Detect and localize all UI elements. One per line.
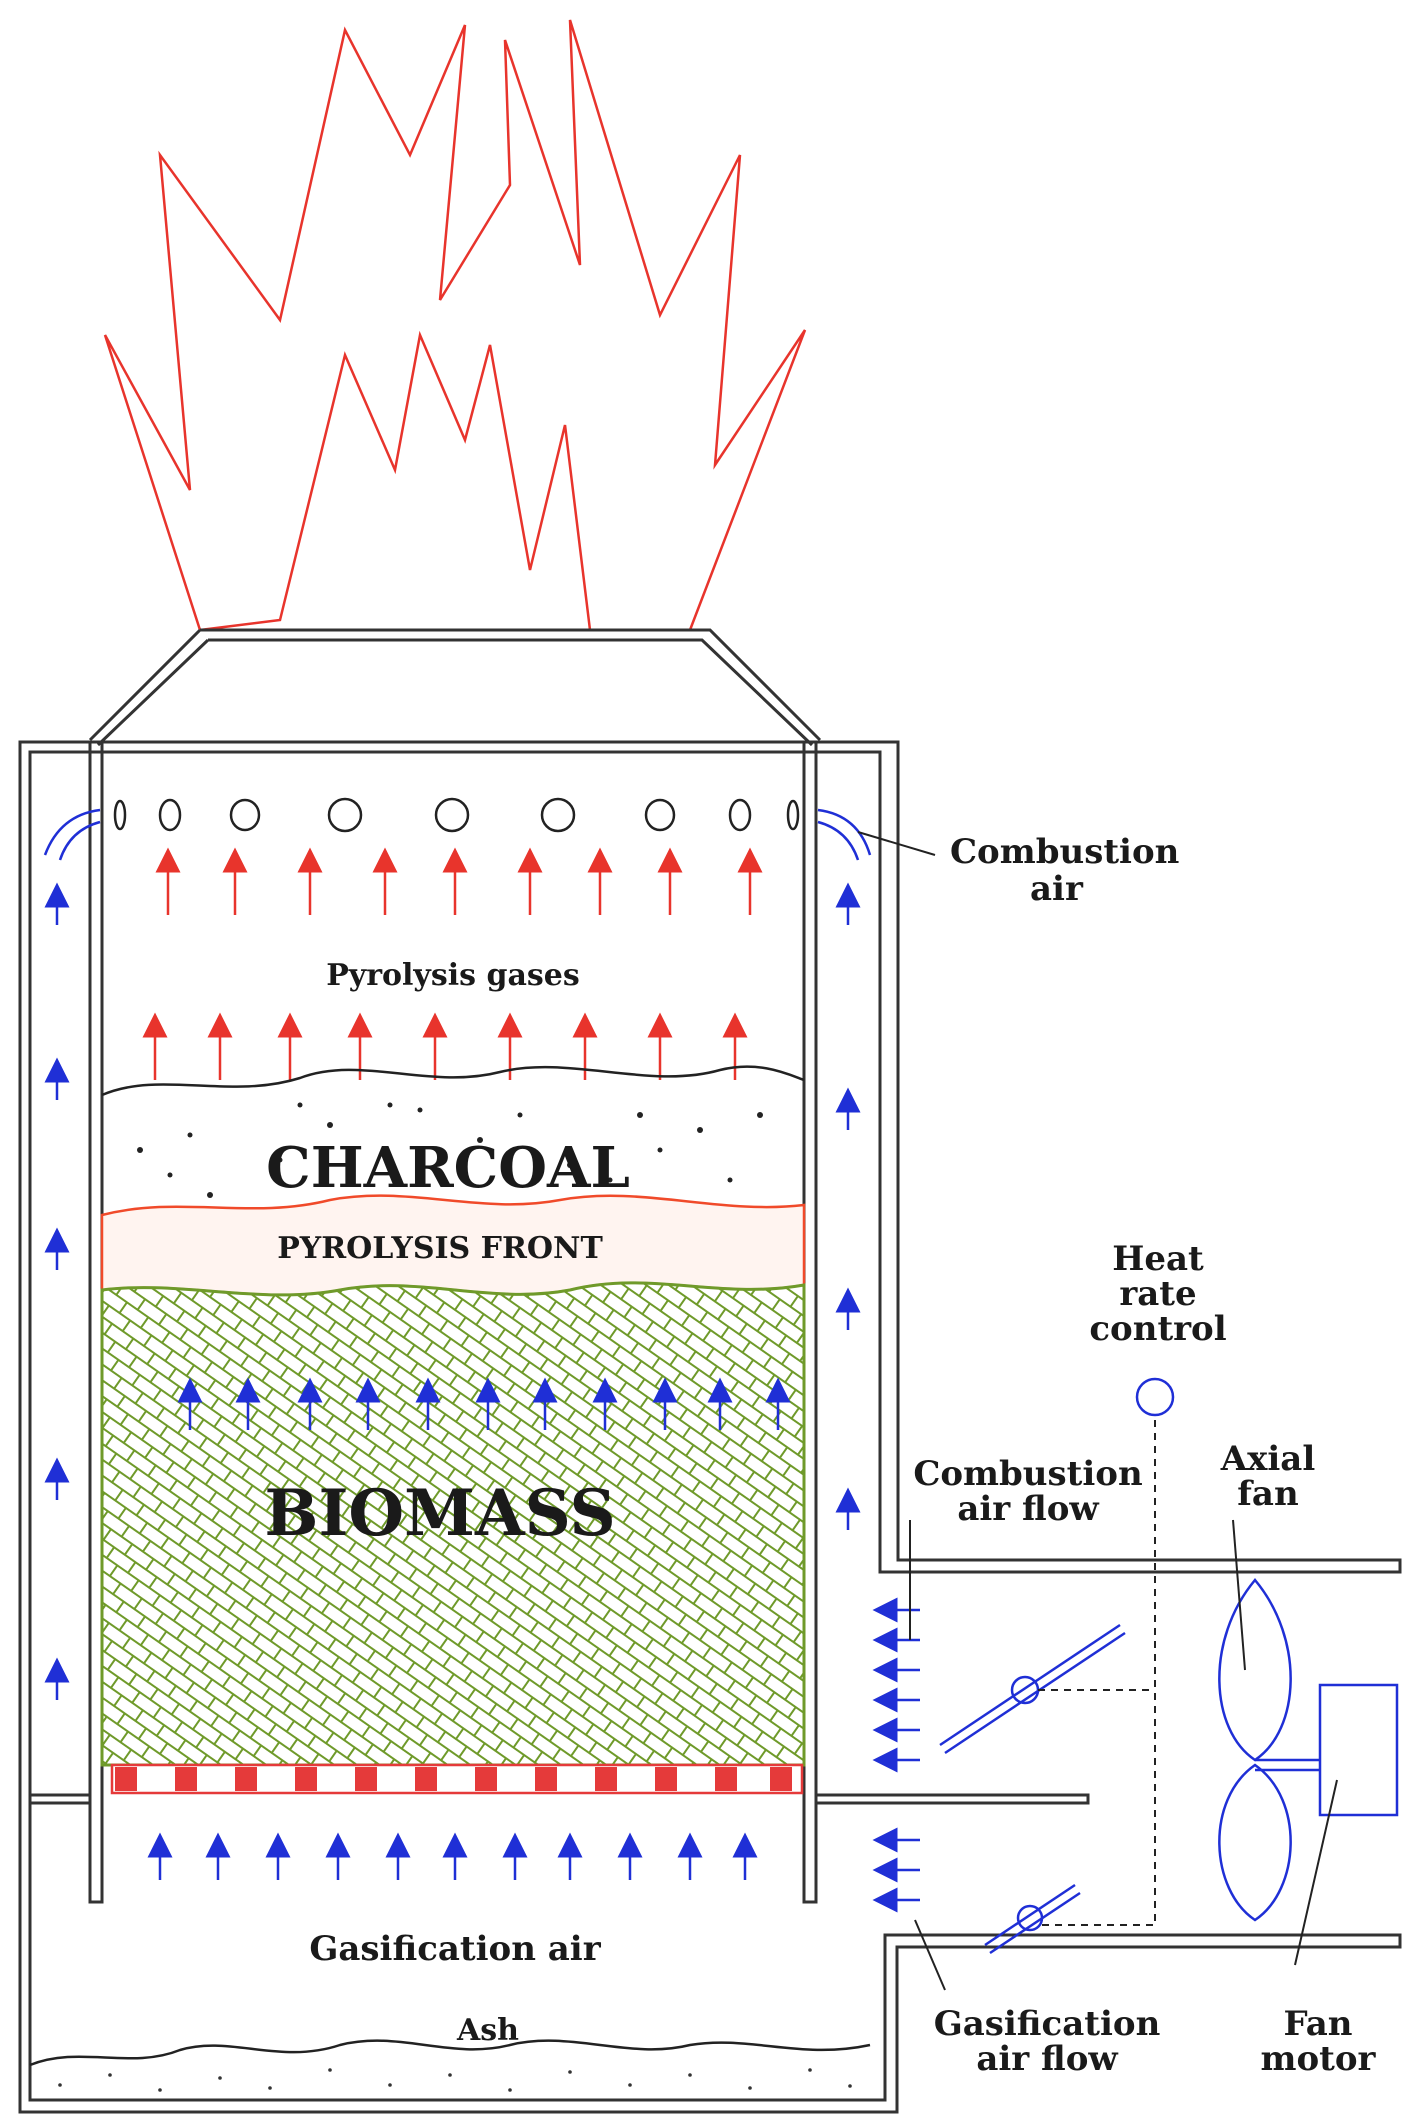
gasification-air-flow-line2: air flow <box>976 2039 1118 2079</box>
combustion-air-holes <box>113 797 800 833</box>
combustion-air-label-line1: Combustion <box>950 832 1179 872</box>
jacket-air-arrows <box>44 882 861 1700</box>
charcoal-label: CHARCOAL <box>266 1135 630 1201</box>
biomass-region <box>100 1281 806 1767</box>
fan-motor-line2: motor <box>1261 2039 1377 2079</box>
ash-label: Ash <box>456 2013 519 2048</box>
pyrolysis-gases-label: Pyrolysis gases <box>326 958 580 993</box>
labels: Combustion air Pyrolysis gases CHARCOAL … <box>264 832 1376 2079</box>
combustion-air-label-line2: air <box>1030 869 1084 909</box>
biomass-label: BIOMASS <box>264 1476 615 1551</box>
heat-rate-control-line1: Heat <box>1112 1239 1204 1279</box>
gasification-air-label: Gasification air <box>309 1929 601 1969</box>
heat-rate-control-knob[interactable] <box>1135 1377 1175 1417</box>
gasification-air-flow-line1: Gasification <box>934 2004 1161 2044</box>
heat-rate-control-line2: rate <box>1119 1274 1196 1314</box>
grate <box>110 1763 804 1795</box>
dampers <box>939 1623 1126 1955</box>
ash-layer <box>29 2039 871 2092</box>
axial-fan <box>1218 1578 1399 1922</box>
air-flow-arrows <box>872 1597 920 1913</box>
fan-motor-line1: Fan <box>1283 2004 1352 2044</box>
heat-rate-control-line3: control <box>1089 1309 1226 1349</box>
pyrolysis-front-label: PYROLYSIS FRONT <box>277 1231 603 1266</box>
gasification-air-arrows <box>147 1832 758 1880</box>
pyrolysis-gas-arrows <box>142 847 763 1080</box>
gasifier-cap <box>88 628 822 747</box>
axial-fan-line2: fan <box>1237 1474 1298 1514</box>
outer-jacket <box>18 740 1402 2114</box>
flames <box>103 19 807 632</box>
biomass-air-arrows <box>177 1377 791 1430</box>
axial-fan-line1: Axial <box>1220 1439 1316 1479</box>
combustion-air-flow-line1: Combustion <box>913 1454 1142 1494</box>
leader-lines <box>857 831 1338 1991</box>
control-lines <box>1038 1420 1156 1926</box>
combustion-air-flow-line2: air flow <box>957 1489 1099 1529</box>
charcoal-layer <box>101 1065 805 1198</box>
combustion-air-curves <box>43 808 872 861</box>
